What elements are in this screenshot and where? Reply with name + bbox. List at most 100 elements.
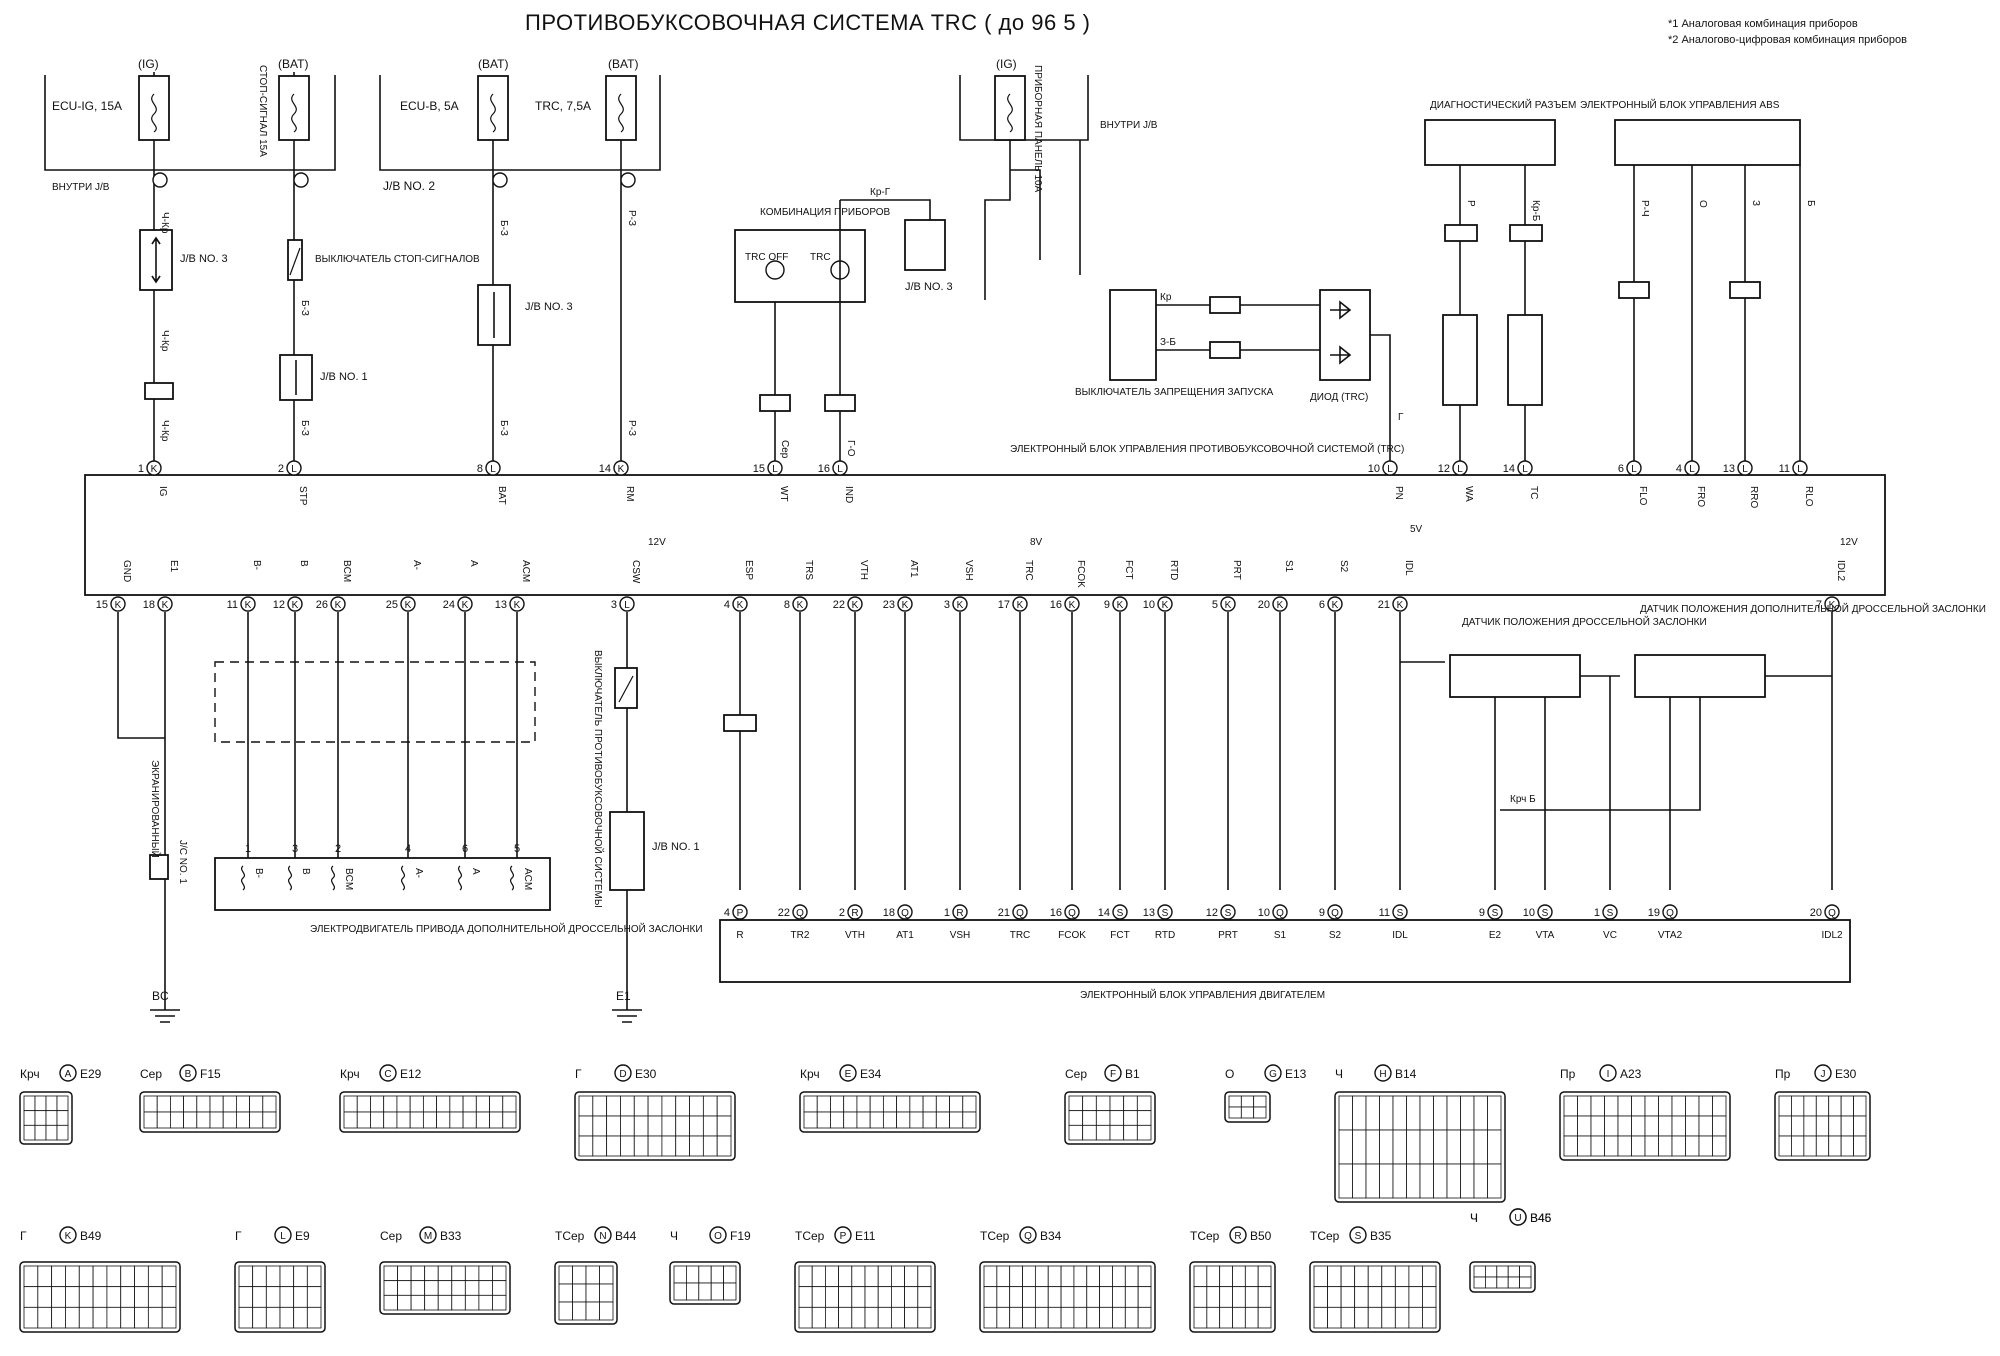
connector-code-I: A23 — [1620, 1067, 1642, 1081]
trc-bottom-pin-12-number: 23 — [883, 599, 895, 611]
trc-top-pin-3-circle — [613, 460, 629, 476]
connector-cell — [265, 1306, 281, 1329]
connector-cell — [1123, 1110, 1138, 1126]
motor-pin-num-2: 2 — [335, 843, 341, 855]
connector-cell — [1487, 1095, 1502, 1131]
ef1-splice-2 — [824, 394, 856, 412]
trc-bottom-pin-4-number: 26 — [316, 599, 328, 611]
connector-cell — [1352, 1163, 1367, 1199]
motor-pin-num-5: 5 — [514, 843, 520, 855]
trc-top-pin-7-circle — [1452, 460, 1468, 476]
connector-mark-Q — [1019, 1226, 1037, 1244]
connector-cell — [370, 1111, 385, 1129]
trc-bottom-pin-16-number: 9 — [1104, 599, 1110, 611]
connector-cell — [489, 1095, 504, 1113]
trc-top-pin-9-number: 6 — [1618, 463, 1624, 475]
ecu-pin-15-circle — [1602, 904, 1618, 920]
connector-cell — [1060, 1306, 1075, 1329]
ig-power-label-2: (IG) — [996, 57, 1017, 71]
connector-cell — [673, 1265, 687, 1284]
connector-cell — [917, 1306, 932, 1329]
connector-cell — [1419, 1163, 1434, 1199]
connector-code-A: E29 — [80, 1067, 102, 1081]
connector-cell — [78, 1265, 94, 1288]
connector-cell — [92, 1306, 108, 1329]
ecu-pin-2-letter: R — [851, 908, 858, 919]
connector-cell — [949, 1095, 964, 1113]
connector-cell — [1022, 1265, 1036, 1288]
trc-bottom-pin-name-12: AT1 — [908, 560, 919, 578]
trc-12v-label-right: 12V — [1840, 537, 1858, 548]
ecu-pin-name-4: VSH — [950, 930, 971, 941]
wire-abs-rch: Р-Ч — [1639, 200, 1650, 217]
motor-pin-num-4: 6 — [462, 843, 468, 855]
diagram-title: ПРОТИВОБУКСОВОЧНАЯ СИСТЕМА TRC ( до 96 5… — [525, 10, 1091, 35]
connector-cell — [723, 1265, 737, 1284]
trc-bottom-pin-11-letter: K — [852, 600, 859, 611]
connector-cell — [238, 1265, 254, 1288]
connector-cell — [34, 1124, 47, 1141]
connector-cell — [1327, 1286, 1342, 1308]
connector-code-N: B44 — [615, 1229, 637, 1243]
connector-cell — [1034, 1306, 1049, 1329]
ae1-splice-11 — [1729, 281, 1761, 299]
trc-off-lamp-icon — [765, 260, 785, 280]
connector-cell — [1791, 1095, 1805, 1117]
connector-cell — [917, 1265, 932, 1288]
trc-top-pin-0-circle — [146, 460, 162, 476]
connector-cell — [702, 1095, 718, 1117]
ecu-pin-17-number: 20 — [1810, 907, 1822, 919]
trc-top-pin-4-letter: L — [772, 464, 778, 475]
ecu-pin-name-1: TR2 — [791, 930, 810, 941]
connector-cell — [1815, 1095, 1830, 1117]
connector-cell — [1853, 1095, 1867, 1117]
connector-letter-L: L — [280, 1231, 286, 1242]
connector-cell — [1219, 1306, 1233, 1329]
ecu-pin-15-number: 1 — [1594, 907, 1600, 919]
trc-bottom-pin-name-21: IDL — [1403, 560, 1414, 576]
connector-cell — [37, 1306, 53, 1329]
connector-cell — [1124, 1286, 1139, 1308]
connector-cell — [396, 1111, 411, 1129]
connector-cell — [1828, 1115, 1842, 1137]
connector-cell — [1671, 1095, 1686, 1117]
ae1-splice-12 — [1618, 281, 1650, 299]
connector-cell — [23, 1124, 36, 1141]
connector-mark-H — [1374, 1064, 1392, 1082]
start-inhibit-label: ВЫКЛЮЧАТЕЛЬ ЗАПРЕЩЕНИЯ ЗАПУСКА — [1075, 387, 1274, 398]
wire-ig-3: Ч-Кр — [159, 420, 170, 442]
connector-cell — [1644, 1135, 1659, 1157]
connector-cell — [633, 1115, 649, 1137]
connector-cell — [1206, 1306, 1221, 1329]
connector-cell — [1137, 1306, 1152, 1329]
connector-cell — [279, 1306, 295, 1329]
connector-cell — [37, 1286, 53, 1308]
connector-cell — [1137, 1265, 1152, 1288]
trc-top-pin-10-number: 4 — [1676, 463, 1682, 475]
connector-cell — [134, 1306, 149, 1329]
trc-bottom-pin-13-circle — [952, 596, 968, 612]
connector-cell — [1082, 1124, 1097, 1141]
trc-bottom-pin-19-number: 20 — [1258, 599, 1270, 611]
connector-cell — [1240, 1106, 1255, 1119]
ecu-pin-3-number: 18 — [883, 907, 895, 919]
connector-cell — [383, 1294, 398, 1311]
shielded-label: ЭКРАНИРОВАННЫЙ — [149, 760, 162, 858]
connector-cell — [262, 1111, 277, 1129]
connector-cell — [436, 1095, 451, 1113]
trc-top-pin-9-letter: L — [1631, 464, 1637, 475]
connector-cell — [478, 1280, 493, 1296]
ecu-pin-9-circle — [1220, 904, 1236, 920]
connector-cell — [1099, 1306, 1113, 1329]
connector-cell — [869, 1111, 884, 1129]
diode-trc — [1319, 289, 1371, 381]
connector-cell — [78, 1306, 94, 1329]
connector-cell — [675, 1095, 690, 1117]
trc-bottom-pin-19-letter: K — [1277, 600, 1284, 611]
connector-cell — [816, 1111, 831, 1129]
